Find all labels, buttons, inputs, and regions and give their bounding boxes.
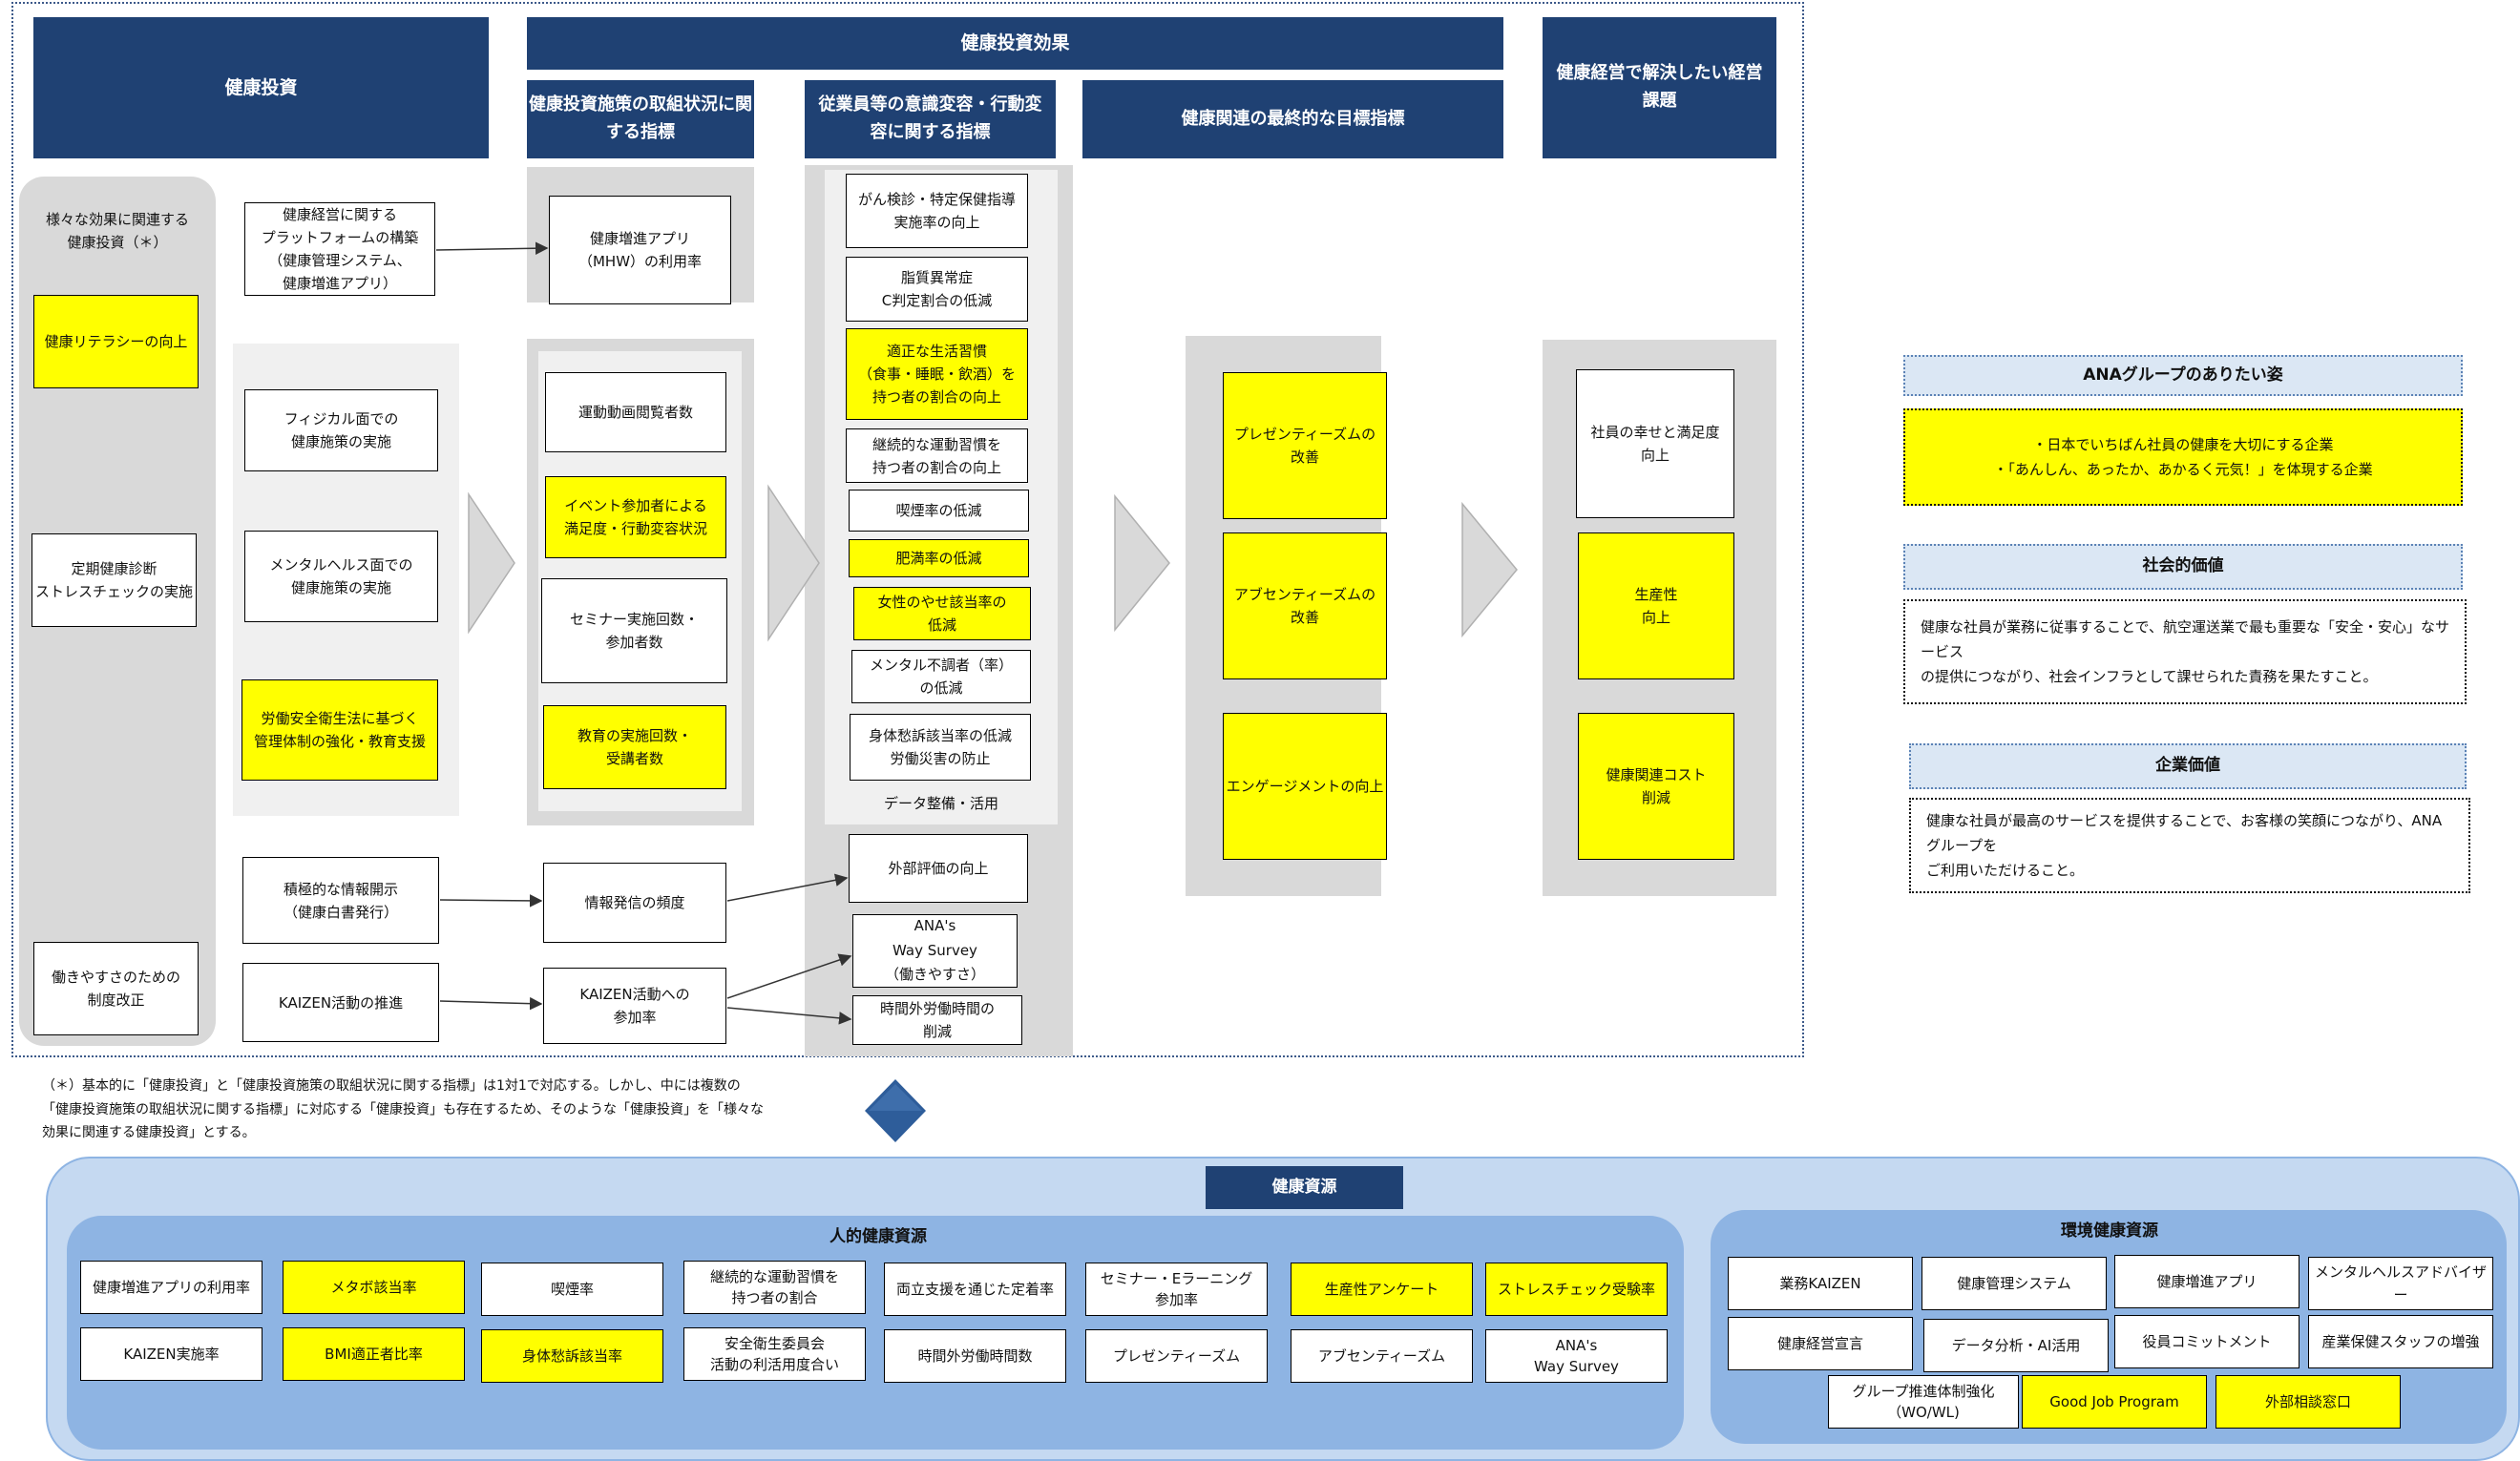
workstyle-box: 働きやすさのための 制度改正 bbox=[33, 942, 199, 1035]
way-survey-box: ANA's Way Survey （働きやすさ） bbox=[852, 914, 1018, 988]
video-viewers-box: 運動動画閲覧者数 bbox=[545, 372, 726, 452]
resource-environment: 産業保健スタッフの増強 bbox=[2308, 1315, 2493, 1368]
header-health-investment: 健康投資 bbox=[33, 17, 489, 158]
presenteeism-box: プレゼンティーズムの 改善 bbox=[1223, 372, 1387, 519]
resource-environment: 外部相談窓口 bbox=[2216, 1375, 2401, 1429]
resource-human: プレゼンティーズム bbox=[1085, 1329, 1268, 1383]
resource-human: メタボ該当率 bbox=[283, 1261, 465, 1314]
resource-human: 時間外労働時間数 bbox=[884, 1329, 1066, 1383]
resource-environment: データ分析・AI活用 bbox=[1923, 1319, 2109, 1372]
footnote: （＊）基本的に「健康投資」と「健康投資施策の取組状況に関する指標」は1対1で対応… bbox=[42, 1078, 764, 1140]
environment-resources-title: 環境健康資源 bbox=[2061, 1221, 2158, 1242]
resource-environment: メンタルヘルスアドバイザー bbox=[2308, 1257, 2493, 1310]
resource-environment: 業務KAIZEN bbox=[1728, 1257, 1913, 1310]
seminar-count-box: セミナー実施回数・ 参加者数 bbox=[541, 578, 727, 683]
resource-environment: グループ推進体制強化 （WO/WL) bbox=[1828, 1375, 2019, 1429]
productivity-box: 生産性 向上 bbox=[1578, 532, 1734, 679]
resource-environment: 健康経営宣言 bbox=[1728, 1317, 1913, 1370]
left-column-intro: 様々な効果に関連する 健康投資（＊） bbox=[45, 211, 189, 251]
flow-arrow-1 bbox=[468, 491, 515, 635]
app-usage-box: 健康増進アプリ （MHW）の利用率 bbox=[549, 196, 731, 304]
resource-human: 継続的な運動習慣を 持つ者の割合 bbox=[683, 1261, 866, 1314]
lipid-box: 脂質異常症 C判定割合の低減 bbox=[846, 257, 1028, 322]
resource-human: 生産性アンケート bbox=[1291, 1263, 1473, 1316]
connector-kaizen-participation bbox=[439, 996, 543, 1011]
mental-illness-box: メンタル不調者（率） の低減 bbox=[851, 650, 1031, 703]
checkup-box: 定期健康診断 ストレスチェックの実施 bbox=[32, 533, 197, 627]
connector-info-frequency bbox=[439, 894, 543, 908]
connector-kaizen-overtime bbox=[726, 1007, 852, 1025]
human-resources-title: 人的健康資源 bbox=[830, 1227, 927, 1247]
overtime-reduction-box: 時間外労働時間の 削減 bbox=[852, 995, 1022, 1045]
resource-human: セミナー・Eラーニング 参加率 bbox=[1085, 1263, 1268, 1316]
physical-pain-box: 身体愁訴該当率の低減 労働災害の防止 bbox=[850, 714, 1031, 781]
resource-human: 両立支援を通じた定着率 bbox=[884, 1263, 1066, 1316]
ideal-label: ANAグループのありたい姿 bbox=[1903, 355, 2463, 396]
kaizen-promotion-box: KAIZEN活動の推進 bbox=[242, 963, 439, 1042]
header-indicator-1: 健康投資施策の取組状況に関 する指標 bbox=[527, 80, 754, 158]
resource-human: BMI適正者比率 bbox=[283, 1327, 465, 1381]
resource-human: 安全衛生委員会 活動の利活用度合い bbox=[683, 1327, 866, 1381]
header-indicator-3: 健康関連の最終的な目標指標 bbox=[1082, 80, 1503, 158]
header-effect: 健康投資効果 bbox=[527, 17, 1503, 70]
thinness-rate-box: 女性のやせ該当率の 低減 bbox=[853, 587, 1031, 640]
data-utilization-label: データ整備・活用 bbox=[883, 795, 998, 812]
obesity-rate-box: 肥満率の低減 bbox=[849, 539, 1029, 577]
corporate-value-body: 健康な社員が最高のサービスを提供することで、お客様の笑顔につながり、ANAグルー… bbox=[1909, 798, 2470, 893]
flow-arrow-3 bbox=[1114, 493, 1170, 633]
diamond-highlight bbox=[869, 1084, 922, 1111]
resource-environment: Good Job Program bbox=[2022, 1375, 2207, 1429]
connector-platform-app bbox=[435, 241, 549, 255]
cancer-screening-box: がん検診・特定保健指導 実施率の向上 bbox=[846, 174, 1028, 248]
engagement-box: エンゲージメントの向上 bbox=[1223, 713, 1387, 860]
resource-human: ストレスチェック受験率 bbox=[1485, 1263, 1668, 1316]
absenteeism-box: アブセンティーズムの 改善 bbox=[1223, 532, 1387, 679]
connector-kaizen-survey bbox=[726, 953, 852, 999]
external-evaluation-box: 外部評価の向上 bbox=[849, 834, 1028, 903]
exercise-habit-box: 継続的な運動習慣を 持つ者の割合の向上 bbox=[846, 428, 1028, 483]
flow-arrow-4 bbox=[1461, 501, 1518, 638]
education-count-box: 教育の実施回数・ 受講者数 bbox=[543, 705, 726, 789]
social-value-label: 社会的価値 bbox=[1903, 544, 2463, 590]
resource-human: 健康増進アプリの利用率 bbox=[80, 1261, 262, 1314]
main-frame bbox=[11, 2, 1804, 1057]
header-management-issue: 健康経営で解決したい経営 課題 bbox=[1543, 17, 1776, 158]
social-value-body: 健康な社員が業務に従事することで、航空運送業で最も重要な「安全・安心」なサービス… bbox=[1903, 599, 2467, 704]
flow-arrow-2 bbox=[767, 484, 820, 642]
resource-human: KAIZEN実施率 bbox=[80, 1327, 262, 1381]
happiness-box: 社員の幸せと満足度 向上 bbox=[1576, 369, 1734, 518]
resource-human: アブセンティーズム bbox=[1291, 1329, 1473, 1383]
resource-human: ANA's Way Survey bbox=[1485, 1329, 1668, 1383]
connector-frequency-external bbox=[726, 873, 849, 902]
mental-box: メンタルヘルス面での 健康施策の実施 bbox=[244, 531, 438, 622]
corporate-value-label: 企業価値 bbox=[1909, 743, 2467, 789]
literacy-box: 健康リテラシーの向上 bbox=[33, 295, 199, 388]
resource-environment: 健康増進アプリ bbox=[2114, 1255, 2300, 1308]
platform-box: 健康経営に関する プラットフォームの構築 （健康管理システム、 健康増進アプリ） bbox=[244, 202, 435, 296]
lifestyle-habits-box: 適正な生活習慣 （食事・睡眠・飲酒）を 持つ者の割合の向上 bbox=[846, 328, 1028, 420]
resource-human: 身体愁訴該当率 bbox=[481, 1329, 663, 1383]
resource-environment: 健康管理システム bbox=[1922, 1257, 2107, 1310]
ideal-body: ・日本でいちばん社員の健康を大切にする企業 ・「あんしん、あったか、あかるく元気… bbox=[1903, 408, 2463, 506]
safety-box: 労働安全衛生法に基づく 管理体制の強化・教育支援 bbox=[242, 679, 438, 781]
event-satisfaction-box: イベント参加者による 満足度・行動変容状況 bbox=[545, 476, 726, 558]
health-cost-box: 健康関連コスト 削減 bbox=[1578, 713, 1734, 860]
resource-environment: 役員コミットメント bbox=[2114, 1315, 2300, 1368]
kaizen-participation-box: KAIZEN活動への 参加率 bbox=[543, 968, 726, 1044]
physical-box: フィジカル面での 健康施策の実施 bbox=[244, 389, 438, 471]
health-resources-title: 健康資源 bbox=[1206, 1166, 1403, 1209]
info-disclosure-box: 積極的な情報開示 （健康白書発行） bbox=[242, 857, 439, 944]
resource-human: 喫煙率 bbox=[481, 1263, 663, 1316]
smoking-rate-box: 喫煙率の低減 bbox=[849, 490, 1029, 532]
info-frequency-box: 情報発信の頻度 bbox=[543, 863, 726, 943]
header-indicator-2: 従業員等の意識変容・行動変 容に関する指標 bbox=[805, 80, 1056, 158]
